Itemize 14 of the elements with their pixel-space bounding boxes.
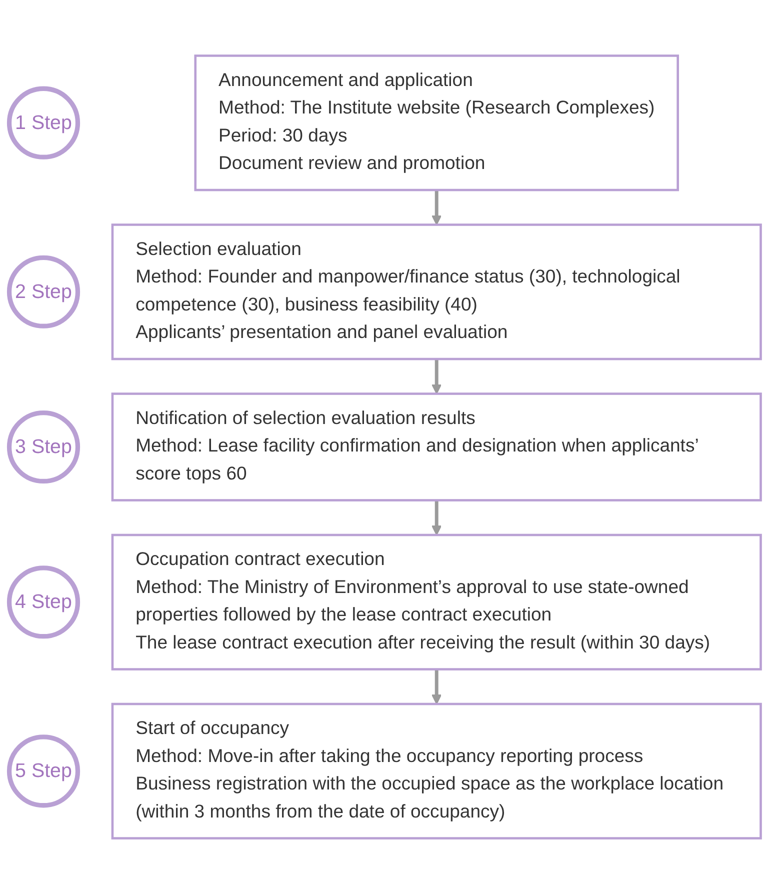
node-box: Selection evaluation Method: Founder and manpower/finance status (30), technological competence (30), business feasibility (40) Applicants’ presentation and panel evaluation <box>111 224 762 360</box>
node-circle: 4 Step <box>6 566 80 639</box>
node-circle: 5 Step <box>6 734 80 808</box>
arrow <box>432 190 442 226</box>
arrow <box>432 669 442 704</box>
node-box: Occupation contract execution Method: The Ministry of Environment’s approval to use state-owned properties followed by the lease contract execution The lease contract execution after receiving the result (within 30 days) <box>111 534 762 670</box>
node-circle: 3 Step <box>6 410 80 484</box>
node-circle: 1 Step <box>6 86 80 160</box>
arrow <box>432 500 442 536</box>
node-circle: 2 Step <box>6 255 80 328</box>
arrow <box>432 359 442 394</box>
node-box: Notification of selection evaluation results Method: Lease facility confirmation and designation when applicants’ score tops 60 <box>111 392 762 502</box>
node-box: Start of occupancy Method: Move-in after taking the occupancy reporting process Business registration with the occupied space as the workplace location (within 3 months from the date of occupancy) <box>111 702 762 840</box>
node-box: Announcement and application Method: The Institute website (Research Complexes) Period: 30 days Document review and promotion <box>194 54 679 192</box>
